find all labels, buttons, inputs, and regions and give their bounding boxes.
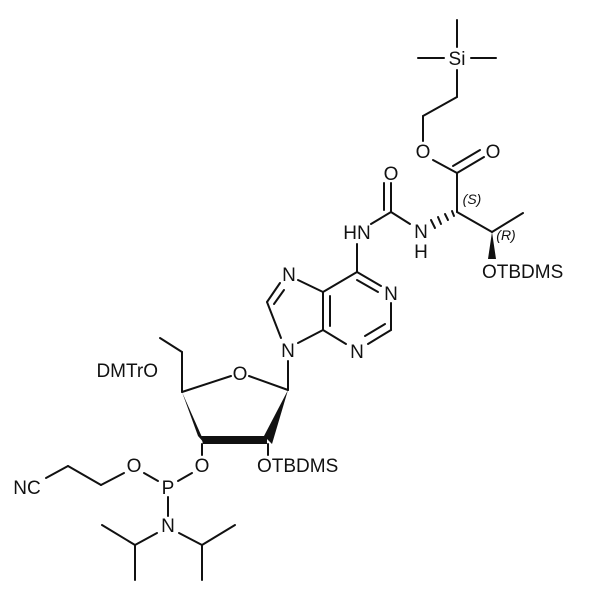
atom-labels: Si O O (S) (R) N H OTBDMS O HN N N N N O… [13, 49, 563, 537]
nitrile-label: NC [13, 478, 40, 499]
amine-nitrogen-label: N [161, 516, 175, 537]
phosphorus-label: P [162, 478, 175, 499]
stereo-s-label: (S) [463, 191, 482, 207]
wedge-bond [182, 392, 205, 444]
hn-label: HN [343, 223, 370, 244]
n3-label: N [350, 342, 364, 363]
bonds [45, 19, 524, 581]
n7-label: N [282, 265, 296, 286]
hashed-bond [430, 210, 455, 229]
ring-oxygen-label: O [233, 364, 248, 385]
o3-prime-label: O [195, 456, 210, 477]
bold-bond [201, 436, 267, 444]
sugar-otbdms-label: OTBDMS [257, 456, 338, 477]
ester-oxygen-label: O [416, 142, 431, 163]
stereo-r-label: (R) [496, 227, 515, 243]
amide-hydrogen-label: H [414, 242, 428, 263]
wedge-bond [264, 390, 288, 444]
wedge-bond [488, 232, 496, 259]
urea-oxygen-label: O [384, 164, 399, 185]
carbonyl-oxygen-label: O [486, 142, 501, 163]
n9-label: N [281, 341, 295, 362]
n1-label: N [384, 284, 398, 305]
silicon-label: Si [449, 49, 466, 70]
phosphite-oxygen-label: O [127, 456, 142, 477]
dmtro-label: DMTrO [96, 361, 158, 382]
threonine-otbdms-label: OTBDMS [482, 262, 563, 283]
amide-nitrogen-label: N [414, 222, 428, 243]
